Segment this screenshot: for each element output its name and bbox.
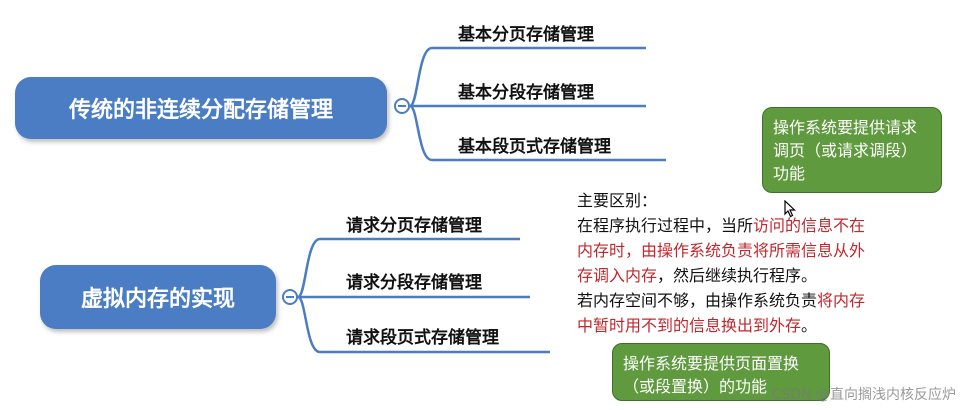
- collapse-toggle-group2[interactable]: [282, 289, 298, 305]
- note-line-5: 中暂时用不到的信息换出到外存。: [577, 313, 817, 338]
- note-line-5-red: 中暂时用不到的信息换出到外存: [577, 316, 802, 335]
- note-line-3-black: ，然后继续执行程序。: [657, 266, 818, 285]
- branch-basic-segmentation[interactable]: 基本分段存储管理: [458, 83, 594, 103]
- note-line-3: 存调入内存，然后继续执行程序。: [577, 263, 817, 288]
- minus-icon: [286, 296, 294, 298]
- callout-demand-paging: 操作系统要提供请求调页（或请求调段）功能: [762, 107, 942, 193]
- connector-g1-3: [408, 104, 433, 162]
- node-virtual-memory-implementation[interactable]: 虚拟内存的实现: [40, 265, 276, 329]
- branch-demand-segmentation[interactable]: 请求分段存储管理: [346, 273, 482, 293]
- node-virtual-memory-implementation-label: 虚拟内存的实现: [80, 287, 235, 312]
- note-line-4-black: 若内存空间不够，由操作系统负责: [577, 291, 818, 310]
- connector-g2-3: [296, 295, 321, 354]
- note-line-4-red: 将内存: [817, 291, 866, 310]
- node-traditional-noncontiguous-label: 传统的非连续分配存储管理: [68, 98, 333, 123]
- branch-demand-segment-paging[interactable]: 请求段页式存储管理: [346, 328, 499, 348]
- main-difference-heading: 主要区别：: [577, 191, 658, 210]
- note-line-4: 若内存空间不够，由操作系统负责将内存: [577, 288, 865, 313]
- note-line-1-black: 在程序执行过程中，当所: [577, 216, 754, 235]
- note-line-1-red: 访问的信息不在: [753, 216, 866, 235]
- minus-icon: [398, 105, 406, 107]
- connector-g2-1: [296, 237, 321, 299]
- collapse-toggle-group1[interactable]: [394, 98, 410, 114]
- note-line-5-black: 。: [801, 316, 818, 335]
- note-line-3-red: 存调入内存: [577, 266, 658, 285]
- node-traditional-noncontiguous[interactable]: 传统的非连续分配存储管理: [15, 77, 387, 139]
- branch-basic-paging[interactable]: 基本分页存储管理: [458, 25, 594, 45]
- callout-page-replacement: 操作系统要提供页面置换（或段置换）的功能: [612, 343, 830, 401]
- mouse-cursor-icon: [784, 200, 796, 218]
- connector-g1-1: [408, 46, 433, 108]
- note-line-2: 内存时，由操作系统负责将所需信息从外: [577, 241, 866, 260]
- branch-demand-paging[interactable]: 请求分页存储管理: [346, 216, 482, 236]
- branch-basic-segment-paging[interactable]: 基本段页式存储管理: [458, 137, 611, 157]
- watermark: CSDN @直向搁浅内核反应炉: [771, 387, 956, 403]
- note-line-1: 在程序执行过程中，当所访问的信息不在: [577, 213, 865, 238]
